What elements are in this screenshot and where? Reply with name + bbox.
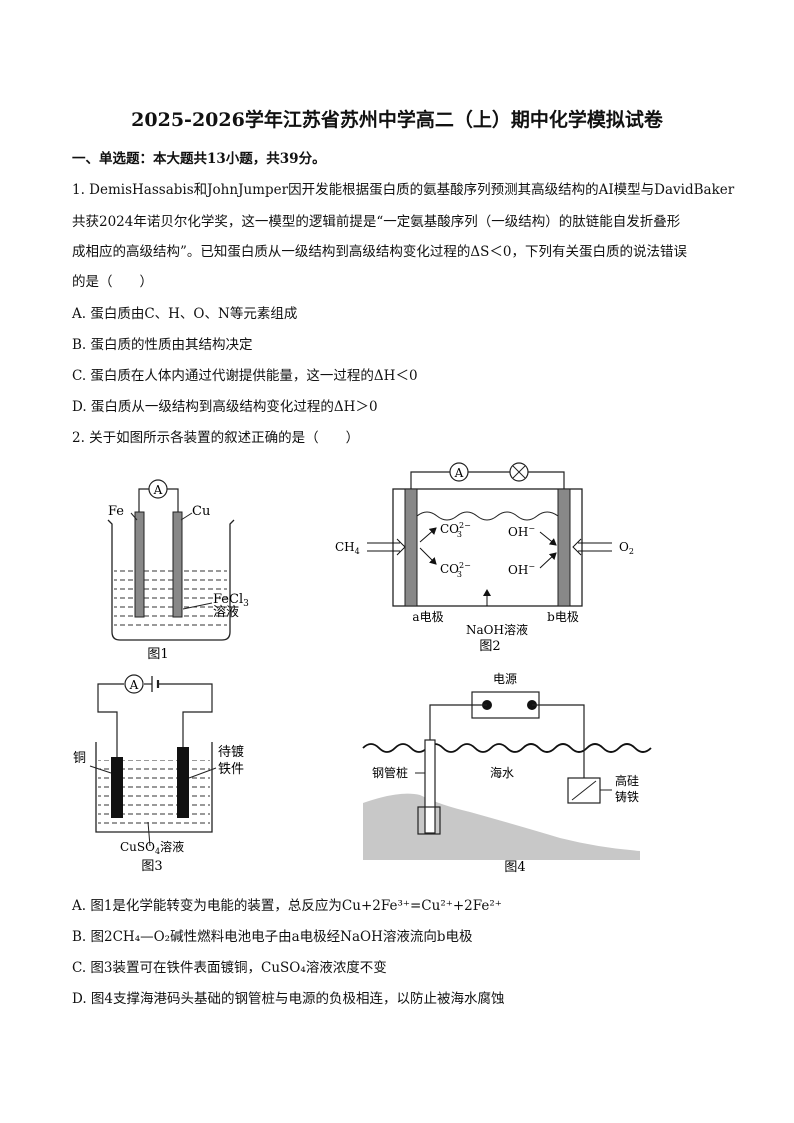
q2-option-a[interactable]: A. 图1是化学能转变为电能的装置，总反应为Cu+2Fe³⁺=Cu²⁺+2Fe²…: [72, 898, 502, 914]
svg-text:FeCl3: FeCl3: [213, 592, 249, 609]
fig1-fe-label: Fe: [108, 504, 124, 519]
fig1-caption: 图1: [147, 647, 168, 662]
q1-option-d[interactable]: D. 蛋白质从一级结构到高级结构变化过程的ΔH＞0: [72, 399, 378, 415]
q1-line-2: 共获2024年诺贝尔化学奖，这一模型的逻辑前提是“一定氨基酸序列（一级结构）的肽…: [72, 214, 681, 230]
fig4-alloy-1: 高硅: [615, 773, 639, 788]
fig3-copper-label: 铜: [73, 751, 86, 766]
q2-option-b[interactable]: B. 图2CH₄—O₂碱性燃料电池电子由a电极经NaOH溶液流向b电极: [72, 929, 473, 945]
q1-line-1: 1. DemisHassabis和JohnJumper因开发能根据蛋白质的氨基酸…: [72, 182, 735, 198]
svg-text:CO2−3: CO2−3: [440, 521, 471, 539]
fig2-a-electrode: a电极: [412, 610, 443, 624]
fig4-caption: 图4: [504, 860, 525, 875]
svg-text:OH−: OH−: [508, 524, 535, 539]
q1-option-c[interactable]: C. 蛋白质在人体内通过代谢提供能量，这一过程的ΔH＜0: [72, 368, 418, 384]
fig2-ion-1: CO: [440, 522, 459, 536]
lamp-icon: [512, 465, 526, 479]
figure-2: A CO2−3 CO2−3 OH− OH− CH4 O2 a电极 b电极 NaO…: [335, 462, 634, 654]
q1-option-a[interactable]: A. 蛋白质由C、H、O、N等元素组成: [72, 306, 298, 322]
fig4-sea-label: 海水: [490, 765, 514, 780]
fig3-caption: 图3: [141, 859, 162, 874]
fig2-ch4-label: CH: [335, 540, 355, 554]
section-heading: 一、单选题：本大题共13小题，共39分。: [72, 151, 326, 167]
fig2-solution: NaOH溶液: [466, 622, 528, 637]
svg-text:O2: O2: [619, 540, 634, 556]
svg-text:CO2−3: CO2−3: [440, 561, 471, 579]
svg-text:OH−: OH−: [508, 562, 535, 577]
fig4-alloy-2: 铸铁: [615, 789, 639, 804]
fig1-solution-2: 溶液: [213, 605, 239, 620]
fig2-ammeter: A: [454, 466, 464, 480]
fig2-ion-2: CO: [440, 562, 459, 576]
fig4-power-label: 电源: [493, 672, 517, 686]
fig3-solution: CuSO: [120, 840, 155, 854]
figure-4: 电源 钢管桩 海水 高硅 铸铁 图4: [362, 672, 652, 875]
fig2-caption: 图2: [479, 639, 500, 654]
fig2-ion-3: OH: [508, 525, 528, 539]
svg-text:CuSO4溶液: CuSO4溶液: [120, 839, 184, 856]
q1-line-4: 的是（ ）: [72, 274, 153, 290]
q1-option-b[interactable]: B. 蛋白质的性质由其结构决定: [72, 337, 253, 353]
fig3-iron-label-1: 待镀: [218, 744, 244, 760]
fig1-ammeter: A: [153, 483, 163, 497]
q2-option-c[interactable]: C. 图3装置可在铁件表面镀铜，CuSO₄溶液浓度不变: [72, 960, 387, 976]
q2-option-d[interactable]: D. 图4支撑海港码头基础的钢管桩与电源的负极相连，以防止被海水腐蚀: [72, 991, 505, 1007]
fig1-cu-label: Cu: [192, 504, 210, 519]
fig2-o2-label: O: [619, 540, 629, 554]
figure-1: A Fe Cu FeCl3 溶液 图1: [107, 479, 249, 662]
svg-text:CH4: CH4: [335, 540, 360, 556]
fig2-b-electrode: b电极: [547, 610, 579, 624]
fig3-iron-label-2: 铁件: [218, 762, 244, 777]
fig2-ion-4: OH: [508, 563, 528, 577]
fig3-ammeter: A: [129, 678, 139, 692]
q1-line-3: 成相应的高级结构”。已知蛋白质从一级结构到高级结构变化过程的ΔS＜0，下列有关蛋…: [72, 244, 687, 260]
fig4-pile-label: 钢管桩: [372, 765, 408, 780]
fig1-solution: FeCl: [213, 592, 243, 607]
page-title: 2025-2026学年江苏省苏州中学高二（上）期中化学模拟试卷: [131, 109, 663, 131]
q2-stem: 2. 关于如图所示各装置的叙述正确的是（ ）: [72, 430, 360, 446]
figure-3: A 铜 待镀 铁件 CuSO4溶液 图3: [73, 674, 244, 874]
